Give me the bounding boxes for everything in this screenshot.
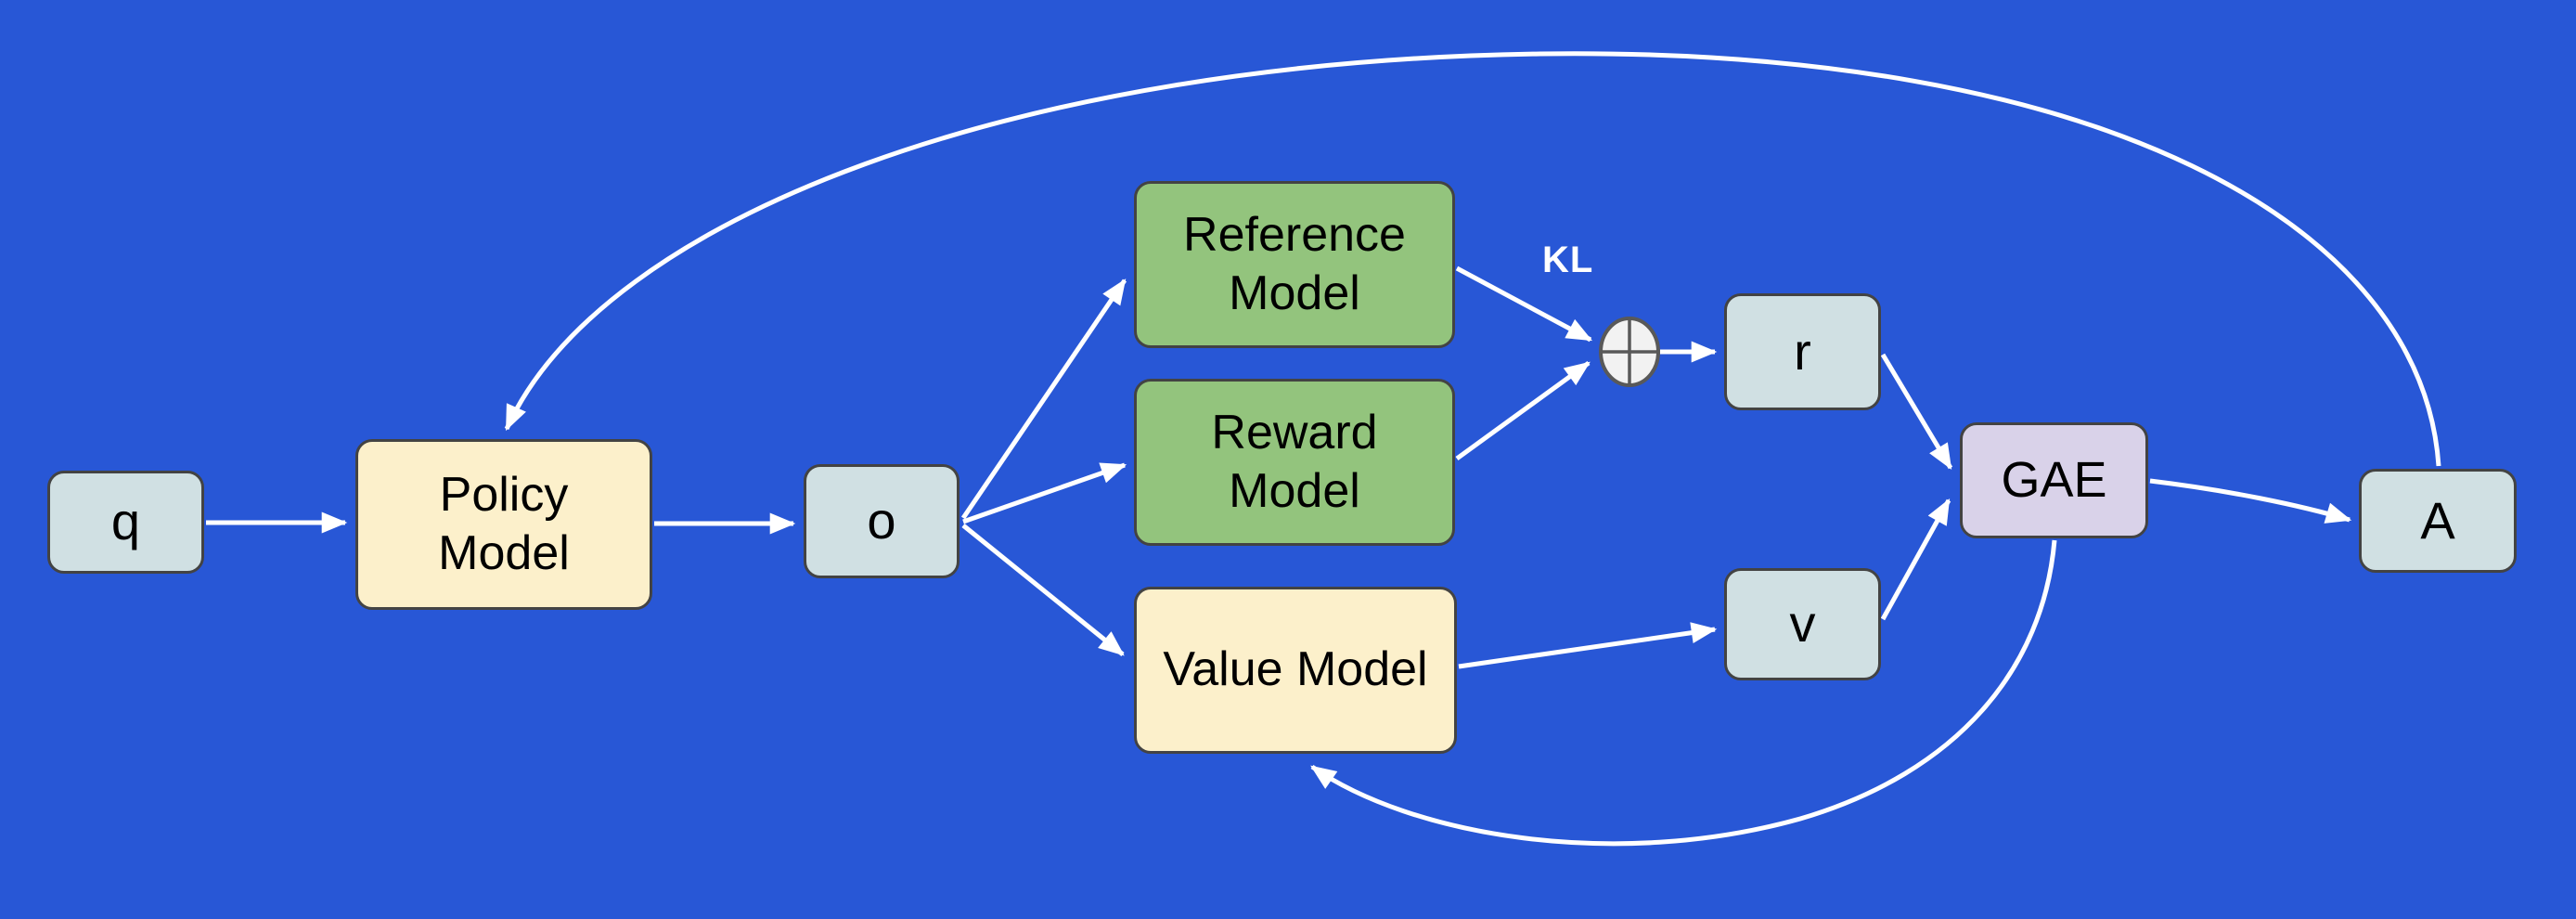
edge-o-reward [962, 462, 1127, 524]
kl-edge-label: KL [1542, 239, 1594, 280]
edge-v-gae [1880, 498, 1951, 621]
node-a-label: A [2420, 490, 2455, 550]
node-policy-model-label: Policy Model [438, 467, 570, 580]
kl-sum-node [1599, 317, 1660, 387]
edge-reference-sum [1455, 265, 1593, 343]
node-gae: GAE [1960, 422, 2148, 538]
node-v: v [1724, 568, 1881, 680]
node-value-model: Value Model [1134, 587, 1457, 754]
node-r-label: r [1794, 321, 1811, 381]
node-o-label: o [867, 491, 896, 550]
edge-o-value [961, 524, 1125, 656]
arrow-group [206, 51, 2441, 847]
node-value-model-label: Value Model [1163, 642, 1428, 697]
edge-o-reference [960, 278, 1127, 520]
node-v-label: v [1789, 594, 1816, 654]
node-policy-model: Policy Model [355, 439, 652, 610]
node-r: r [1724, 293, 1881, 410]
node-reward-model-label: Reward Model [1211, 405, 1378, 518]
node-q: q [47, 471, 204, 574]
node-a: A [2359, 469, 2517, 573]
edge-value-v [1458, 622, 1718, 669]
edge-r-gae [1880, 353, 1953, 470]
edge-reward-sum [1455, 360, 1591, 461]
sum-cross-icon [1601, 318, 1658, 385]
node-q-label: q [110, 492, 141, 551]
edge-gae-a [2149, 478, 2352, 524]
edge-a-policy-curve [504, 51, 2441, 467]
node-gae-label: GAE [2001, 451, 2107, 508]
node-reference-model: Reference Model [1134, 181, 1455, 348]
node-reward-model: Reward Model [1134, 379, 1455, 546]
node-o: o [804, 464, 960, 578]
node-reference-model-label: Reference Model [1183, 207, 1406, 320]
edge-gae-value-curve [1310, 539, 2057, 847]
